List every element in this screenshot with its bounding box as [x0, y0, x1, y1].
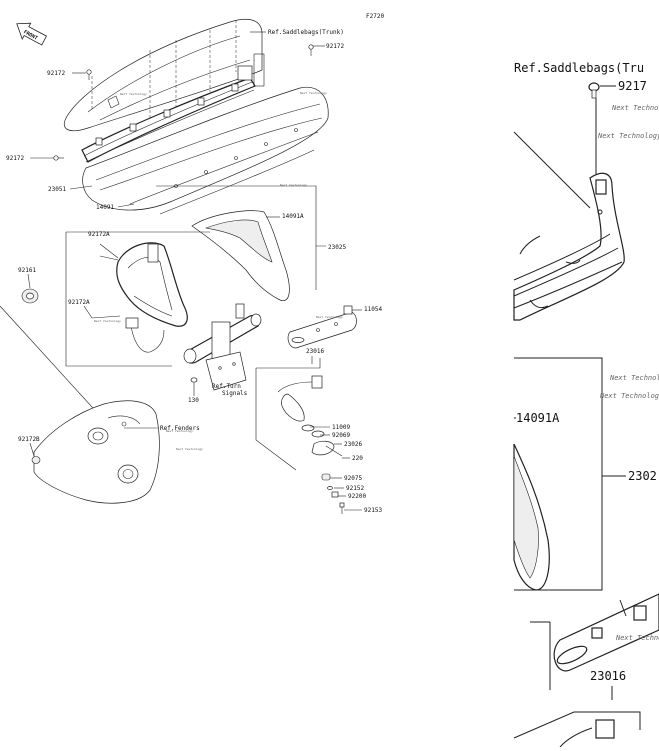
label-92172-top: 92172 [326, 43, 344, 50]
watermark: Next Technology [611, 104, 659, 112]
watermark: Next Technology [279, 183, 307, 187]
turn-signal-stay [183, 303, 262, 391]
watermark: Next Technology [175, 447, 203, 451]
screw-icon [86, 69, 92, 80]
label-23025: 23025 [328, 244, 346, 251]
label-92172-left: 92172 [47, 70, 65, 77]
zoomed-detail: Ref.Saddlebags(Tru 9217 Next Technology … [513, 61, 659, 748]
label-130: 130 [188, 397, 199, 404]
watermark: Next Technology [93, 319, 121, 323]
tail-lens-14091a [191, 210, 290, 302]
watermark: Next Technology [315, 315, 343, 319]
label-92172b: 92172B [18, 436, 40, 443]
trunk-upper-cover: Next Technology [64, 19, 263, 132]
label-92069: 92069 [332, 432, 350, 439]
zoom-label-23016: 23016 [590, 669, 626, 683]
collar-icon [321, 473, 331, 481]
label-92153: 92153 [364, 507, 382, 514]
screw-icon [308, 44, 314, 56]
watermark: Next Technology [615, 634, 659, 642]
overview-diagram: F2720 FRONT Next Technology [0, 13, 384, 514]
screw-icon [588, 82, 600, 99]
grommet-icon [31, 456, 41, 464]
bolt-icon [339, 502, 345, 514]
label-92200: 92200 [348, 493, 366, 500]
label-ref-saddlebags: Ref.Saddlebags(Trunk) [268, 29, 344, 36]
trunk-lower-body: Next Technology Next Technology [82, 86, 329, 215]
front-arrow-icon: FRONT [16, 22, 48, 46]
license-light-assembly [277, 375, 343, 457]
label-11054: 11054 [364, 306, 382, 313]
watermark: Next Technology [165, 429, 193, 433]
watermark: Next Technology [299, 91, 327, 95]
license-plate-bracket [287, 305, 357, 349]
grommet-icon [331, 491, 339, 498]
label-92172-mid: 92172 [6, 155, 24, 162]
grommet-icon [21, 288, 39, 304]
tail-light-housing [116, 242, 188, 353]
watermark: Next Technology [119, 92, 147, 96]
label-23026: 23026 [344, 441, 362, 448]
label-23051: 23051 [48, 186, 66, 193]
zoom-label-2302: 2302 [628, 469, 657, 483]
label-11009: 11009 [332, 424, 350, 431]
watermark: Next Technology [599, 392, 659, 400]
license-plate-bracket-zoom: Next Technology [553, 593, 659, 672]
zoom-label-9217: 9217 [618, 79, 647, 93]
label-ref-turn: Ref.Turn [212, 383, 241, 390]
label-92172a-1: 92172A [88, 231, 110, 238]
label-ref-turn-signals: Signals [222, 390, 248, 397]
figure-code: F2720 [366, 13, 384, 20]
nut-icon [190, 377, 198, 383]
label-92172a-2: 92172A [68, 299, 90, 306]
washer-icon [327, 486, 333, 490]
label-14091a: 14091A [282, 213, 304, 220]
rear-fender: Next Technology Next Technology [33, 400, 203, 504]
label-220: 220 [352, 455, 363, 462]
label-92075: 92075 [344, 475, 362, 482]
label-ref-fenders: Ref.Fenders [160, 425, 200, 432]
watermark: Next Technology [609, 374, 659, 382]
label-23016: 23016 [306, 348, 324, 355]
zoom-label-14091a: 14091A [516, 411, 560, 425]
label-14091: 14091 [96, 204, 114, 211]
watermark: Next Technology [597, 132, 659, 140]
screw-icon [53, 155, 64, 161]
label-92161: 92161 [18, 267, 36, 274]
label-92152: 92152 [346, 485, 364, 492]
zoom-label-ref-saddlebags: Ref.Saddlebags(Tru [514, 61, 644, 75]
